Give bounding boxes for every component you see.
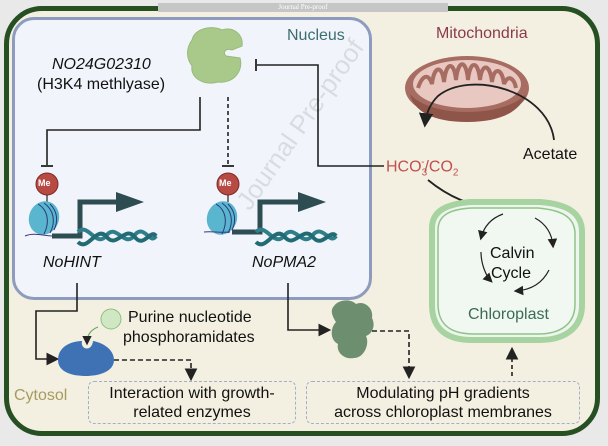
enzyme-role-label: (H3K4 methlyase) (37, 76, 166, 93)
gene-label-nohint: NoHINT (43, 254, 101, 271)
dashed-arrow-to-ph (372, 330, 416, 380)
carbon-sup-minus: - (421, 157, 425, 168)
chloroplast-icon (429, 199, 585, 343)
dna-helix-right-icon (254, 227, 338, 247)
arrow-acetate-to-carbon (418, 83, 555, 141)
outcome-ph-line2: across chloroplast membranes (334, 404, 552, 421)
inhibition-line-enzyme-to-nohint (46, 97, 201, 165)
outcome-growth-line2: related enzymes (133, 404, 251, 421)
nucleus-label: Nucleus (287, 27, 345, 44)
pma2-protein-icon (331, 300, 374, 359)
acetate-label: Acetate (523, 146, 578, 163)
methyl-label-left: Me (38, 178, 51, 188)
journal-preproof-banner: Journal Pre-proof (158, 3, 448, 12)
nucleosome-right-icon (203, 201, 238, 235)
carbon-label: HCO3-/CO2 (386, 157, 458, 179)
promoter-arrow-right-icon (232, 199, 300, 235)
dashed-arrow-to-interaction (114, 359, 198, 382)
mitochondria-icon (405, 56, 529, 122)
nucleosome-left-icon (24, 201, 60, 237)
methyl-mark-left-icon (35, 172, 59, 202)
carbon-co: /CO (424, 158, 453, 176)
gene-label-nopma2: NoPMA2 (252, 254, 317, 271)
purine-ligand-icon (100, 308, 122, 330)
cytosol-label: Cytosol (14, 387, 68, 404)
carbon-hco: HCO (386, 158, 422, 176)
ligand-label-line1: Purine nucleotide (128, 309, 252, 326)
carbon-sub-2: 2 (452, 167, 459, 179)
arrow-nohint-to-protein (35, 283, 78, 366)
h3k4-methylase-enzyme-icon (187, 27, 243, 84)
dna-helix-left-icon (76, 227, 158, 247)
methyl-label-right: Me (219, 178, 232, 188)
methyl-mark-right-icon (216, 172, 240, 202)
outcome-ph-line1: Modulating pH gradients (356, 385, 530, 402)
outcome-ph-gradients: Modulating pH gradients across chloropla… (306, 381, 580, 424)
outcome-growth-enzymes: Interaction with growth- related enzymes (88, 381, 296, 424)
calvin-label-line1: Calvin (490, 245, 535, 262)
hint-protein-icon (58, 341, 114, 376)
enzyme-gene-label: NO24G02310 (52, 56, 151, 73)
calvin-label-line2: Cycle (491, 265, 532, 282)
arrow-nopma2-to-protein (287, 283, 332, 337)
outcome-growth-line1: Interaction with growth- (109, 385, 275, 402)
carbon-sub-3: 3 (421, 167, 428, 179)
calvin-cycle-arrows-icon (478, 213, 558, 296)
ligand-label-line2: phosphoramidates (123, 329, 255, 346)
inhibition-line-carbon-to-enzyme (257, 64, 384, 167)
mitochondria-label: Mitochondria (436, 25, 528, 42)
promoter-arrow-left-icon (52, 199, 118, 239)
chloroplast-label: Chloroplast (468, 306, 549, 323)
